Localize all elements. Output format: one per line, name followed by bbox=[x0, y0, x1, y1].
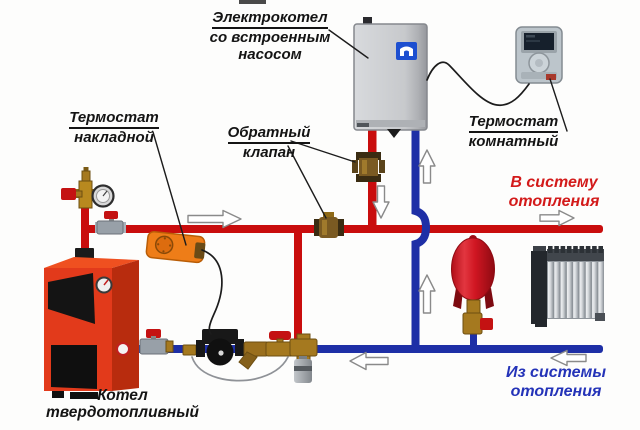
surface-thermostat bbox=[145, 230, 206, 264]
safety-valve-lever bbox=[61, 188, 76, 200]
label-check-valve: Обратный клапан bbox=[227, 124, 311, 161]
boiler-knob bbox=[387, 129, 401, 138]
tank-valve bbox=[462, 312, 493, 335]
arrow-electric-boiler-down bbox=[372, 185, 390, 219]
arrow-return-right-left bbox=[550, 349, 587, 367]
boiler-upper-door bbox=[48, 273, 95, 324]
boiler-return-valve bbox=[139, 329, 174, 355]
label-surface-thermostat: Термостат накладной bbox=[69, 109, 159, 146]
return-pipe-crossover bbox=[411, 126, 431, 349]
arrow-return-center-left bbox=[349, 351, 389, 371]
boiler-lower-door bbox=[51, 345, 97, 389]
callout-check-valve-1 bbox=[290, 140, 356, 163]
callout-surface-thermostat bbox=[152, 131, 187, 246]
arrow-supply-left bbox=[187, 209, 242, 229]
check-valve-horizontal bbox=[314, 212, 344, 238]
pump-power-cable bbox=[191, 356, 289, 382]
arrow-return-up-lower bbox=[418, 274, 436, 314]
brand-logo bbox=[396, 42, 417, 60]
label-flow-from-system: Из системы отопления bbox=[505, 364, 607, 400]
expansion-tank bbox=[451, 235, 495, 315]
label-flow-to-system: В систему отопления bbox=[508, 174, 600, 210]
supply-ball-valve bbox=[95, 211, 126, 235]
boiler-side-gauge bbox=[116, 342, 130, 356]
valve-handle bbox=[480, 318, 493, 330]
callout-check-valve-2 bbox=[287, 145, 327, 219]
drain-canister bbox=[294, 356, 312, 383]
room-thermostat bbox=[515, 26, 563, 84]
wires-and-callouts bbox=[152, 29, 568, 382]
check-valve-vertical bbox=[352, 152, 385, 182]
pipe-fitting bbox=[182, 344, 197, 356]
callout-electric-boiler bbox=[328, 29, 369, 59]
arrow-supply-right bbox=[539, 209, 575, 227]
valve-handle bbox=[269, 331, 291, 340]
thermostat-dial bbox=[154, 235, 174, 255]
flow-arrows bbox=[187, 149, 587, 371]
callout-room-thermostat bbox=[549, 78, 568, 132]
circulation-pump bbox=[196, 329, 244, 366]
return-ball-valve bbox=[265, 331, 294, 357]
label-electric-boiler: Электрокотел со встроенным насосом bbox=[209, 9, 331, 63]
solid-fuel-boiler bbox=[44, 248, 139, 399]
tank-fitting bbox=[466, 299, 481, 315]
safety-group bbox=[61, 167, 115, 209]
valve-handle bbox=[146, 329, 161, 338]
arrow-return-up-upper bbox=[418, 149, 436, 184]
valve-handle bbox=[104, 211, 118, 219]
y-strainer bbox=[238, 341, 269, 370]
electric-boiler bbox=[353, 17, 428, 138]
label-solid-fuel-boiler: Котел твердотопливный bbox=[46, 387, 199, 421]
artifact-mark bbox=[239, 0, 266, 4]
surface-thermostat-cable bbox=[201, 249, 223, 335]
label-room-thermostat: Термостат комнатный bbox=[468, 113, 559, 150]
cross-fitting bbox=[289, 333, 318, 361]
room-thermostat-wire bbox=[426, 61, 530, 106]
radiator bbox=[531, 246, 605, 327]
